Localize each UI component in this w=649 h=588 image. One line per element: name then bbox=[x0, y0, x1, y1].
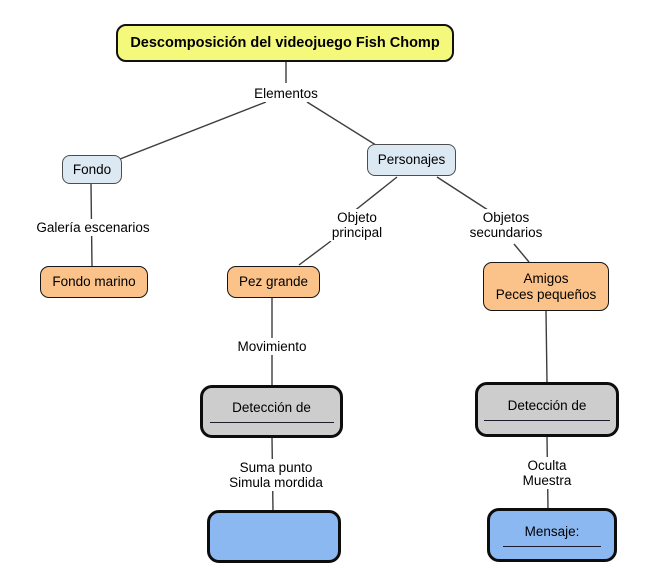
salida-vacia-node bbox=[207, 510, 341, 563]
movimiento-label: Movimiento bbox=[233, 338, 311, 355]
deteccion-izquierda-text: Detección de bbox=[232, 400, 311, 415]
objetos-secundarios-label: Objetos secundarios bbox=[462, 209, 550, 241]
edge-personajes-objetossecundarios bbox=[436, 176, 492, 213]
mensaje-blank bbox=[503, 545, 601, 547]
deteccion-derecha-node: Detección de bbox=[475, 382, 619, 437]
edge-amigos-deteccion bbox=[545, 310, 548, 384]
edge-elementos-personajes bbox=[306, 101, 380, 148]
edge-objetoprincipal-pezgrande bbox=[298, 240, 332, 266]
title-text: Descomposición del videojuego Fish Chomp bbox=[130, 35, 440, 51]
deteccion-derecha-blank bbox=[484, 420, 610, 421]
edge-personajes-objetoprincipal bbox=[352, 176, 398, 213]
deteccion-izquierda-blank bbox=[209, 422, 334, 423]
fondo-marino-node: Fondo marino bbox=[40, 266, 148, 298]
title-node: Descomposición del videojuego Fish Chomp bbox=[116, 24, 454, 62]
personajes-node: Personajes bbox=[367, 144, 456, 176]
deteccion-derecha-text: Detección de bbox=[507, 398, 587, 413]
objeto-principal-label: Objeto principal bbox=[320, 209, 394, 241]
fondo-marino-text: Fondo marino bbox=[52, 274, 136, 289]
deteccion-izquierda-node: Detección de bbox=[200, 385, 343, 438]
pez-grande-text: Pez grande bbox=[238, 274, 309, 289]
oculta-muestra-label: Oculta Muestra bbox=[516, 457, 578, 489]
elementos-label: Elementos bbox=[245, 85, 327, 102]
fondo-text: Fondo bbox=[72, 161, 112, 177]
mensaje-node: Mensaje: bbox=[487, 508, 617, 562]
edge-elementos-fondo bbox=[119, 101, 267, 160]
pez-grande-node: Pez grande bbox=[227, 266, 320, 298]
fondo-node: Fondo bbox=[62, 155, 122, 184]
mensaje-text: Mensaje: bbox=[524, 523, 580, 539]
galeria-escenarios-label: Galería escenarios bbox=[28, 219, 158, 236]
amigos-text: Amigos Peces pequeños bbox=[495, 270, 597, 302]
edge-objetossecundarios-amigos bbox=[513, 243, 530, 263]
amigos-node: Amigos Peces pequeños bbox=[483, 262, 609, 311]
suma-punto-label: Suma punto Simula mordida bbox=[221, 459, 331, 491]
personajes-text: Personajes bbox=[377, 152, 446, 167]
